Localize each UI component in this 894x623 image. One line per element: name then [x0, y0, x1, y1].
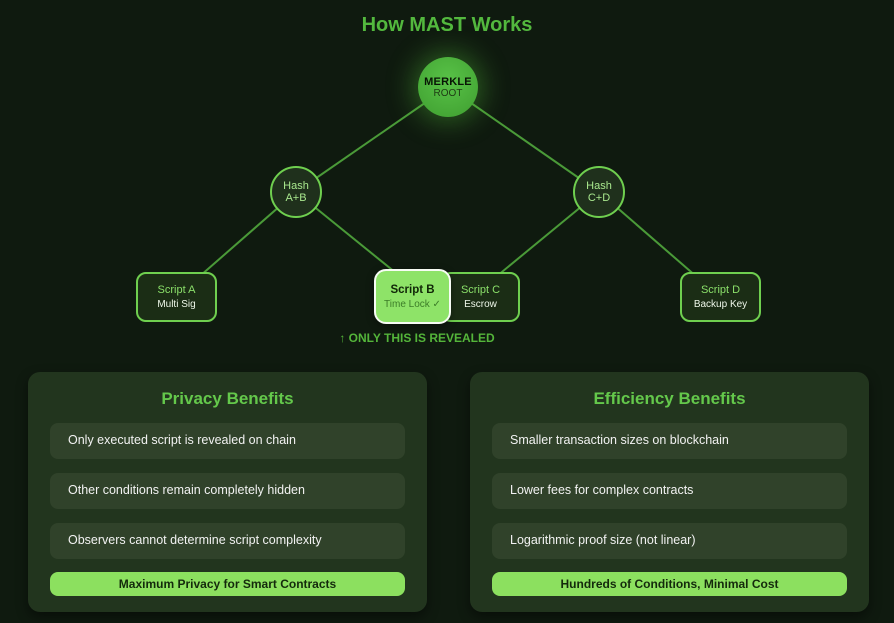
privacy-benefit-item: Other conditions remain completely hidde…	[50, 473, 405, 509]
privacy-benefit-item: Observers cannot determine script comple…	[50, 523, 405, 559]
privacy-footer-badge: Maximum Privacy for Smart Contracts	[50, 572, 405, 596]
script-a-title: Script A	[157, 284, 196, 296]
script-b-title: Script B	[390, 283, 435, 296]
efficiency-panel-title: Efficiency Benefits	[593, 389, 746, 408]
script-b-node-revealed: Script B Time Lock ✓	[374, 269, 451, 324]
privacy-benefit-item: Only executed script is revealed on chai…	[50, 423, 405, 459]
efficiency-benefit-item: Smaller transaction sizes on blockchain	[492, 423, 847, 459]
script-d-subtitle: Backup Key	[693, 299, 748, 310]
hash-cd-node: Hash C+D	[573, 166, 625, 218]
efficiency-benefit-item: Logarithmic proof size (not linear)	[492, 523, 847, 559]
privacy-benefits-panel: Privacy Benefits Only executed script is…	[28, 372, 427, 612]
merkle-root-node: MERKLE ROOT	[418, 57, 478, 117]
script-d-node: Script D Backup Key	[680, 272, 761, 322]
hash-ab-node: Hash A+B	[270, 166, 322, 218]
script-b-subtitle: Time Lock ✓	[384, 298, 441, 310]
script-d-title: Script D	[700, 284, 741, 296]
privacy-panel-title: Privacy Benefits	[161, 389, 294, 408]
hash-cd-label: Hash C+D	[586, 180, 612, 204]
script-c-subtitle: Escrow	[464, 299, 497, 310]
page-title: How MAST Works	[361, 14, 533, 36]
merkle-root-sublabel: ROOT	[433, 87, 463, 99]
script-a-subtitle: Multi Sig	[157, 299, 196, 310]
efficiency-benefits-panel: Efficiency Benefits Smaller transaction …	[470, 372, 869, 612]
edge-root-hashcd	[447, 86, 600, 193]
efficiency-benefit-item: Lower fees for complex contracts	[492, 473, 847, 509]
efficiency-footer-badge: Hundreds of Conditions, Minimal Cost	[492, 572, 847, 596]
script-a-node: Script A Multi Sig	[136, 272, 217, 322]
hash-ab-label: Hash A+B	[283, 180, 309, 204]
reveal-note: ↑ ONLY THIS IS REVEALED	[339, 331, 495, 345]
script-c-title: Script C	[460, 284, 501, 296]
script-c-node: Script C Escrow	[441, 272, 520, 322]
merkle-root-label: MERKLE	[424, 75, 472, 88]
